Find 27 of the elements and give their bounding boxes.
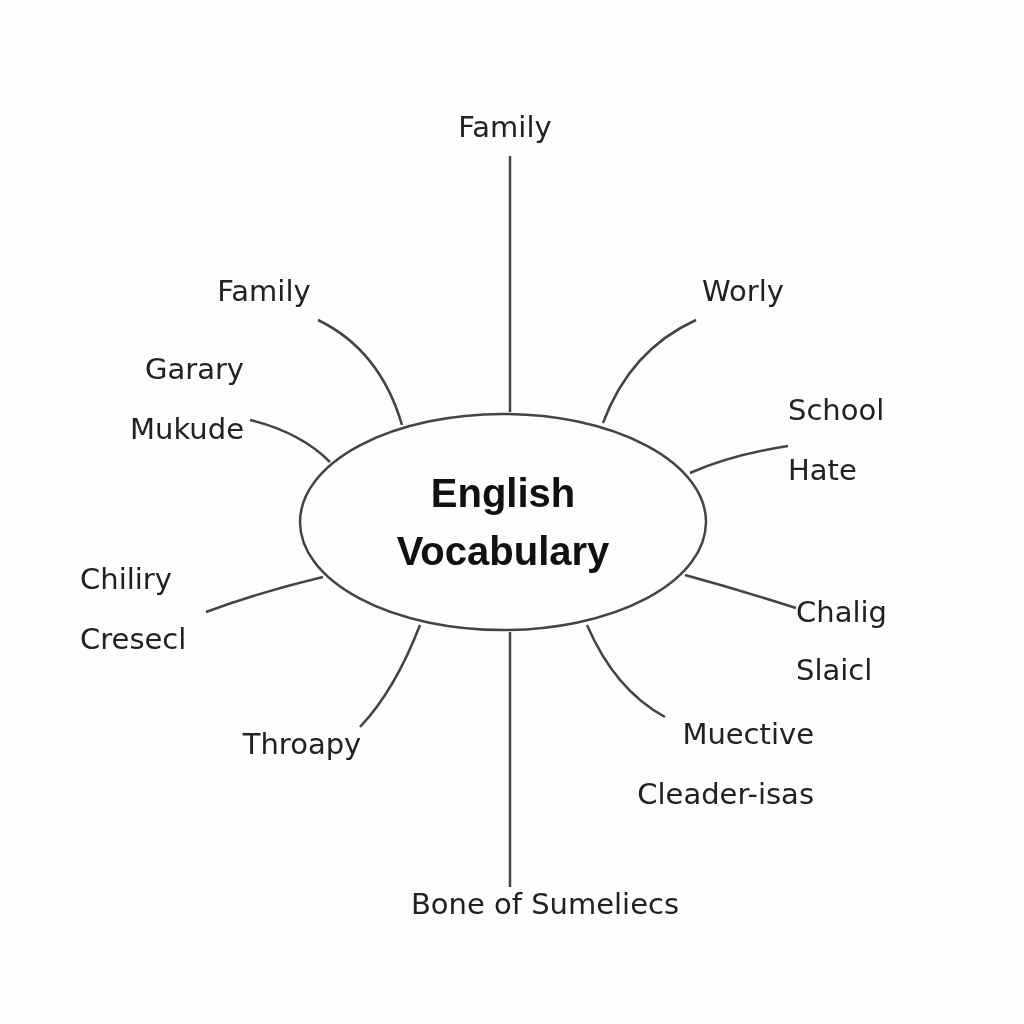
branch-label: Slaicl <box>796 653 874 687</box>
branch-label: Chiliry <box>80 562 173 596</box>
branch-label: Cresecl <box>80 622 188 656</box>
branch-label: Chalig <box>796 595 888 629</box>
branch-label: Family <box>216 274 312 308</box>
branch-line <box>585 624 666 719</box>
branch-line <box>684 573 797 610</box>
branch-label: Family <box>457 110 553 144</box>
branch-label: Worly <box>701 274 785 308</box>
branch-label: Cleader-isas <box>636 777 814 811</box>
branch-label: School <box>788 393 886 427</box>
branch-label: Mukude <box>129 412 244 446</box>
branch-label: Muective <box>681 717 814 751</box>
branch-line <box>359 624 422 728</box>
topic-ellipse <box>298 412 708 632</box>
branch-line <box>689 444 789 475</box>
branch-line <box>601 318 697 424</box>
topic-label: English Vocabulary <box>395 470 611 575</box>
branch-label: Hate <box>788 453 858 487</box>
branch-line <box>508 632 512 887</box>
branch-line <box>317 318 404 426</box>
branch-line <box>249 418 331 463</box>
branch-label: Bone of Sumeliecs <box>409 887 681 921</box>
branch-label: Garary <box>143 352 244 386</box>
branch-line <box>205 575 324 614</box>
branch-line <box>508 156 512 412</box>
branch-label: Throapy <box>241 727 363 761</box>
